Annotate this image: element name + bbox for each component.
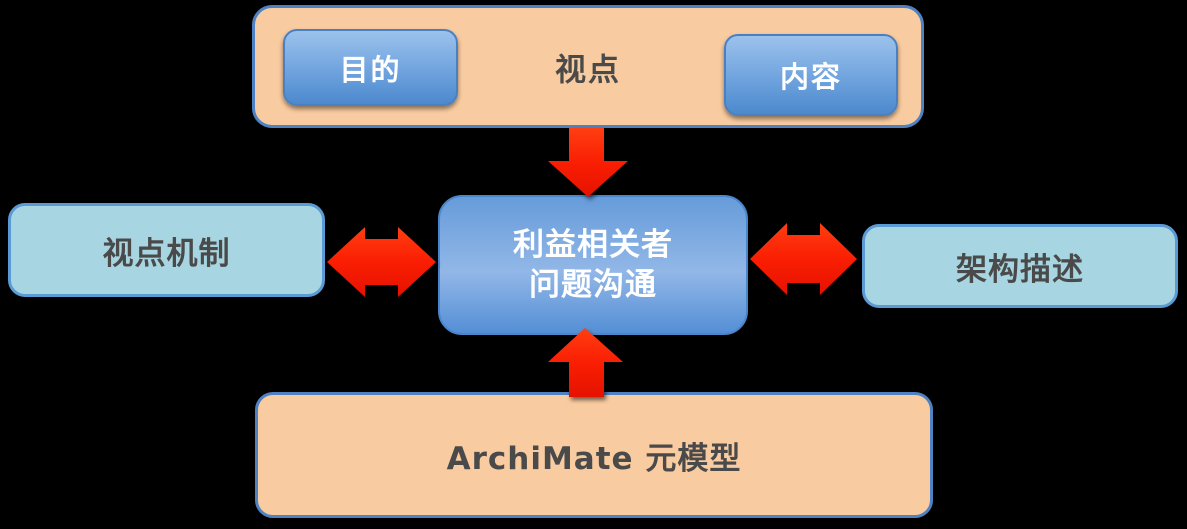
content-chip: 内容: [724, 34, 898, 116]
viewpoint-panel-title: 视点: [555, 52, 621, 88]
architecture-description-label: 架构描述: [956, 251, 1084, 288]
down-arrow-icon: [548, 128, 628, 197]
purpose-chip-label: 目的: [339, 52, 402, 87]
right-double-arrow-icon: [750, 223, 857, 295]
up-arrow-icon: [548, 328, 623, 397]
stakeholder-communication-box: 利益相关者 问题沟通: [438, 195, 748, 335]
content-chip-label: 内容: [779, 60, 842, 94]
stakeholder-line1: 利益相关者: [513, 227, 673, 263]
archimate-metamodel-panel: ArchiMate 元模型: [255, 392, 933, 518]
architecture-description-box: 架构描述: [862, 224, 1178, 308]
viewpoint-mechanism-label: 视点机制: [102, 235, 231, 272]
left-double-arrow-icon: [327, 227, 436, 297]
viewpoint-mechanism-box: 视点机制: [8, 203, 325, 297]
viewpoint-panel: 视点 目的 内容: [252, 5, 924, 128]
stakeholder-line2: 问题沟通: [529, 267, 657, 303]
purpose-chip: 目的: [283, 29, 458, 106]
archimate-metamodel-label: ArchiMate 元模型: [446, 440, 742, 477]
